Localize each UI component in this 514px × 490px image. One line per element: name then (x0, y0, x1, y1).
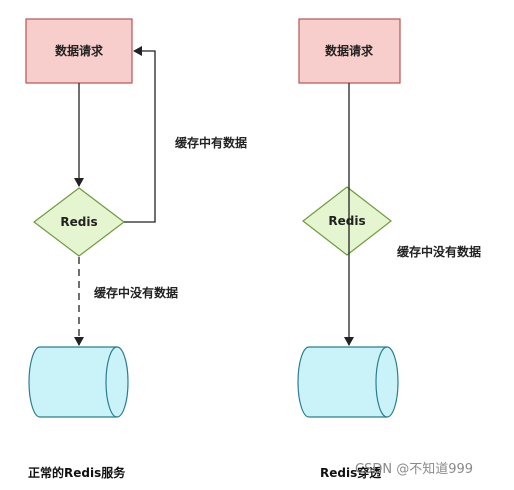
left-database-icon (28, 346, 129, 418)
left-cache-hit-label: 缓存中有数据 (175, 135, 247, 150)
watermark: CSDN @不知道999 (355, 461, 473, 477)
right-redis-label: Redis (328, 214, 365, 228)
left-request-box (25, 18, 133, 84)
right-diagram: 数据请求 Redis 缓存中没有数据 Redis穿透 (297, 18, 481, 480)
left-cache-hit-arrow (124, 46, 156, 223)
right-cache-miss-label: 缓存中没有数据 (397, 244, 481, 259)
left-caption: 正常的Redis服务 (28, 465, 126, 480)
right-request-label: 数据请求 (325, 43, 374, 58)
left-request-label: 数据请求 (55, 43, 104, 58)
right-database-icon (297, 346, 399, 418)
left-redis-diamond (33, 187, 125, 257)
right-caption: Redis穿透 (320, 465, 382, 480)
right-redis-diamond (302, 186, 392, 256)
left-redis-label: Redis (60, 215, 97, 229)
left-diagram: 数据请求 Redis 缓存中有数据 缓存中没有数据 正常的Redis服务 (25, 18, 247, 480)
left-cache-miss-label: 缓存中没有数据 (94, 285, 178, 300)
